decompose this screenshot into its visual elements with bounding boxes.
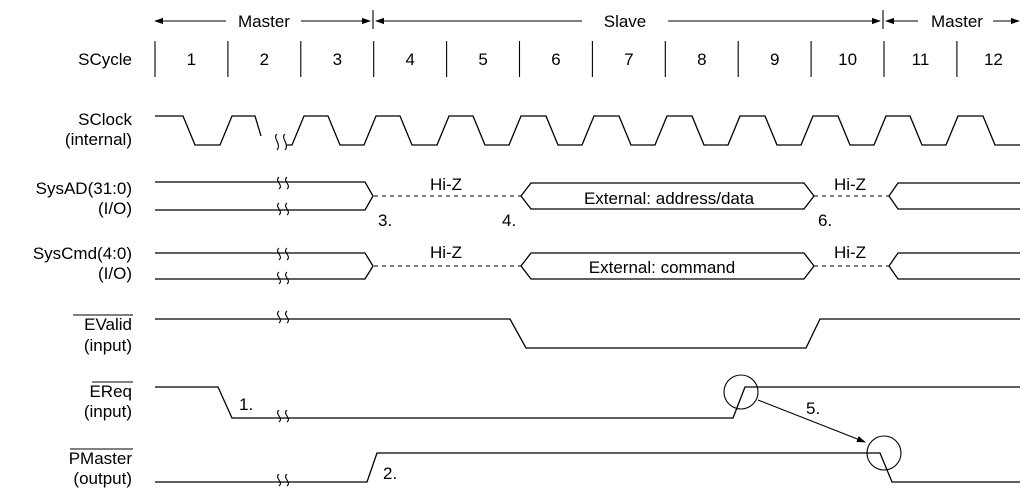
ereq-label: EReq (89, 382, 132, 401)
cycle-number: 9 (770, 50, 779, 69)
cycle-number: 3 (333, 50, 342, 69)
pmaster-break-mark (277, 473, 289, 487)
pmaster-edge-marker (866, 435, 902, 471)
scycle-row-label: SCycle (78, 50, 132, 69)
evalid-direction: (input) (84, 336, 132, 355)
evalid-break-mark (277, 310, 289, 324)
step-4-label: 4. (502, 211, 516, 230)
pmaster-waveform: 2. (155, 435, 1020, 487)
phase-header: Master Slave Master (154, 10, 1020, 31)
syscmd-label: SysCmd(4:0) (33, 244, 132, 263)
phase-master-right-label: Master (931, 12, 983, 31)
step-1-label: 1. (239, 395, 253, 414)
cycle-number: 7 (624, 50, 633, 69)
sclock-direction: (internal) (65, 130, 132, 149)
ereq-break-mark (277, 409, 289, 423)
sysad-hiz-label-1: Hi-Z (430, 175, 462, 194)
syscmd-break-mark (277, 247, 289, 285)
sclock-break-mark (275, 133, 287, 151)
cycle-number: 4 (405, 50, 414, 69)
phase-slave-label: Slave (604, 12, 647, 31)
step-5-arrow (757, 399, 866, 443)
step-6-label: 6. (818, 211, 832, 230)
syscmd-hiz-label-1: Hi-Z (430, 243, 462, 262)
ereq-edge-marker (723, 374, 759, 410)
cycle-number: 11 (912, 50, 930, 69)
cycle-number: 2 (260, 50, 269, 69)
step-3-label: 3. (378, 211, 392, 230)
cycle-number: 6 (551, 50, 560, 69)
evalid-waveform (155, 310, 1020, 349)
ereq-waveform: 1. 5. (155, 374, 1020, 443)
cycle-number: 5 (478, 50, 487, 69)
sysad-waveform: Hi-Z External: address/data Hi-Z 3. 4. 6… (155, 175, 1020, 230)
sysad-hiz-label-2: Hi-Z (834, 175, 866, 194)
cycle-number: 1 (187, 50, 196, 69)
syscmd-external-label: External: command (589, 258, 735, 277)
evalid-label: EValid (84, 315, 132, 334)
step-2-label: 2. (383, 464, 397, 483)
sysad-external-label: External: address/data (584, 189, 755, 208)
cycle-dividers (154, 41, 958, 77)
cycle-number: 10 (838, 50, 857, 69)
sclock-label: SClock (78, 110, 132, 129)
pmaster-label: PMaster (69, 449, 133, 468)
sysad-direction: (I/O) (98, 199, 132, 218)
cycle-number: 8 (697, 50, 706, 69)
sclock-waveform (155, 115, 1020, 151)
signal-labels: SClock (internal) SysAD(31:0) (I/O) SysC… (33, 110, 133, 488)
phase-master-left-label: Master (238, 12, 290, 31)
syscmd-waveform: Hi-Z External: command Hi-Z (155, 243, 1020, 285)
ereq-direction: (input) (84, 402, 132, 421)
syscmd-direction: (I/O) (98, 264, 132, 283)
syscmd-hiz-label-2: Hi-Z (834, 243, 866, 262)
step-5-label: 5. (806, 399, 820, 418)
sysad-break-mark (277, 176, 289, 216)
sysad-label: SysAD(31:0) (36, 179, 132, 198)
pmaster-direction: (output) (73, 469, 132, 488)
cycle-number: 12 (984, 50, 1003, 69)
